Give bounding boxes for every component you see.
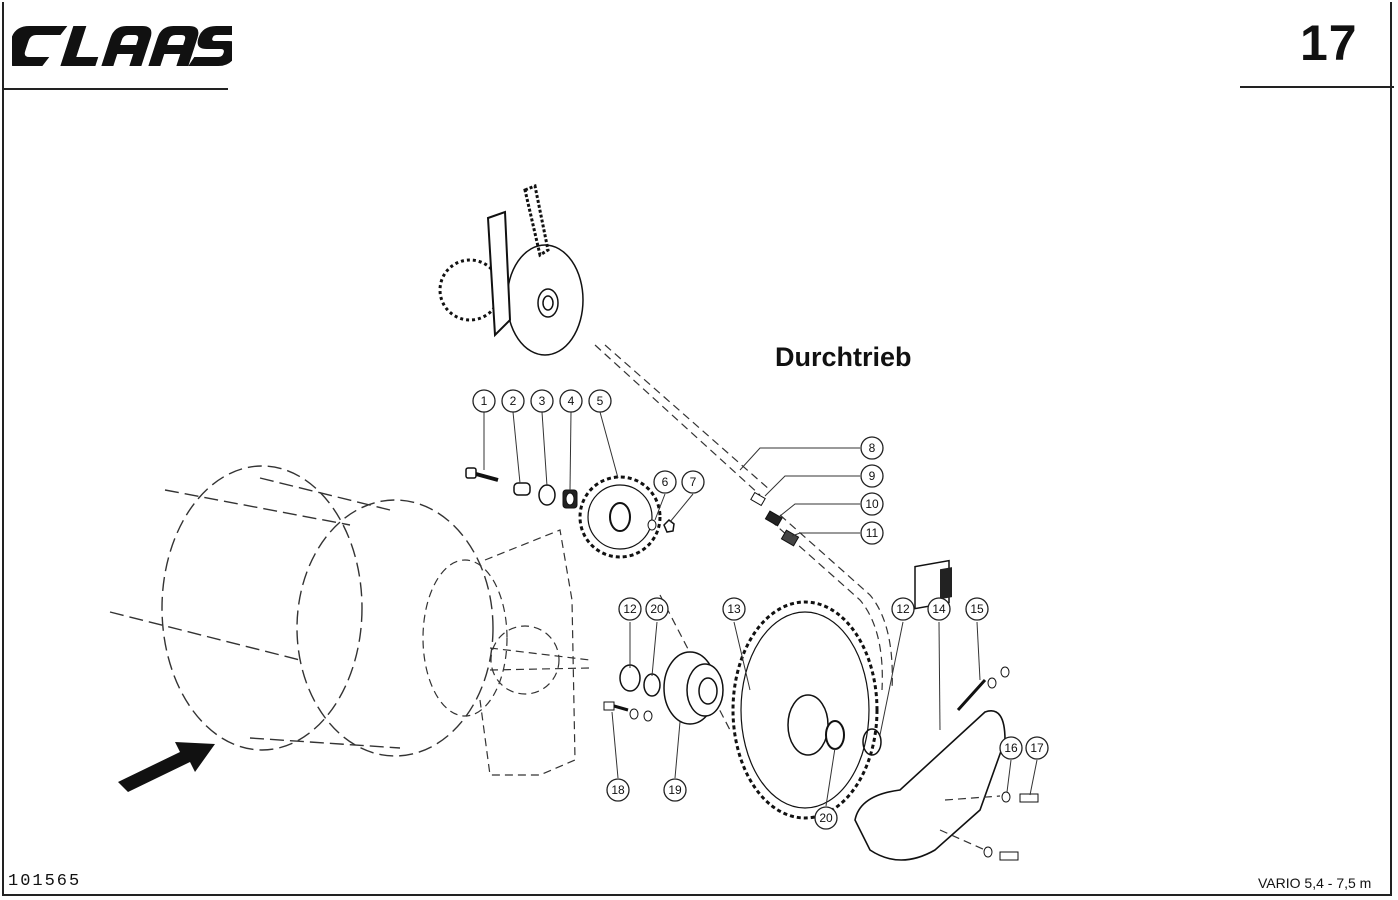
chain-links (750, 491, 800, 547)
callout-18: 18 (606, 778, 630, 802)
claas-logo-icon (12, 26, 232, 66)
callout-12-right: 12 (891, 597, 915, 621)
callout-6: 6 (653, 470, 677, 494)
svg-text:11: 11 (866, 526, 879, 540)
small-parts-row (465, 467, 578, 509)
callout-12-left: 12 (618, 597, 642, 621)
svg-text:16: 16 (1004, 741, 1018, 755)
upper-sprocket-assembly (438, 183, 584, 356)
model-designation: VARIO 5,4 - 7,5 m (1258, 875, 1372, 891)
callout-9: 9 (860, 464, 884, 488)
document-number: 101565 (8, 872, 82, 891)
svg-text:19: 19 (668, 783, 682, 797)
svg-text:6: 6 (662, 475, 669, 489)
svg-text:10: 10 (865, 497, 879, 511)
sprocket-small (578, 475, 675, 559)
callout-16: 16 (999, 736, 1023, 760)
callout-14: 14 (927, 597, 951, 621)
svg-text:9: 9 (869, 469, 876, 483)
svg-text:15: 15 (970, 602, 984, 616)
reel-ghost-outline (109, 465, 591, 776)
callout-2: 2 (501, 389, 525, 413)
callout-4: 4 (559, 389, 583, 413)
svg-text:4: 4 (568, 394, 575, 408)
svg-text:13: 13 (727, 602, 741, 616)
callout-5: 5 (588, 389, 612, 413)
callout-15: 15 (965, 597, 989, 621)
callout-11: 11 (860, 521, 884, 545)
section-title: Durchtrieb (775, 342, 912, 372)
svg-text:20: 20 (650, 602, 664, 616)
svg-text:12: 12 (896, 602, 910, 616)
callout-8: 8 (860, 436, 884, 460)
svg-text:12: 12 (623, 602, 637, 616)
callout-17: 17 (1025, 736, 1049, 760)
svg-text:18: 18 (611, 783, 625, 797)
header-rule-right (1240, 86, 1394, 88)
svg-text:8: 8 (869, 441, 876, 455)
callout-13: 13 (722, 597, 746, 621)
svg-text:5: 5 (597, 394, 604, 408)
callout-1: 1 (472, 389, 496, 413)
hub-assembly (603, 651, 724, 725)
chain-path-lines (594, 344, 893, 731)
callout-10: 10 (860, 492, 884, 516)
svg-text:3: 3 (539, 394, 546, 408)
svg-text:20: 20 (819, 811, 833, 825)
direction-arrow-icon (118, 742, 215, 792)
guard-plate (854, 559, 1039, 861)
page-number: 17 (1300, 15, 1358, 71)
callout-19: 19 (663, 778, 687, 802)
callout-3: 3 (530, 389, 554, 413)
svg-text:14: 14 (932, 602, 946, 616)
svg-text:7: 7 (690, 475, 697, 489)
callout-20-top: 20 (645, 597, 669, 621)
leader-lines (483, 411, 1038, 807)
header-rule-left (2, 88, 228, 90)
sprocket-large (731, 600, 882, 820)
svg-text:17: 17 (1030, 741, 1044, 755)
callout-20-bottom: 20 (814, 806, 838, 830)
callout-7: 7 (681, 470, 705, 494)
svg-text:2: 2 (510, 394, 517, 408)
svg-text:1: 1 (481, 394, 488, 408)
